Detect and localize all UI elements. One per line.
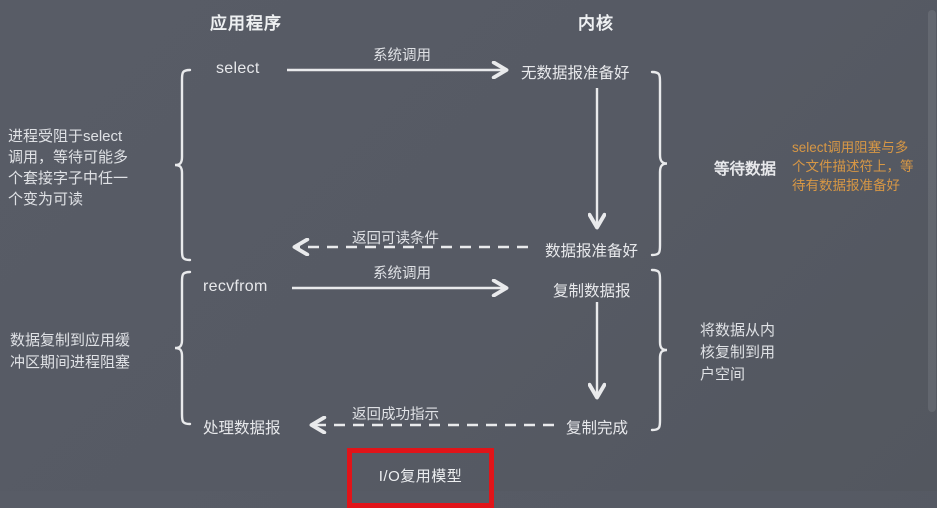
brace-left-select-icon	[174, 68, 192, 262]
brace-left-recvfrom-icon	[174, 270, 192, 426]
node-process-datagram: 处理数据报	[203, 420, 281, 437]
node-copy-datagram: 复制数据报	[553, 283, 631, 300]
node-select: select	[216, 60, 260, 77]
brace-right-copy-icon	[650, 268, 668, 432]
caption-box: I/O复用模型	[347, 448, 494, 508]
node-datagram-ready: 数据报准备好	[545, 243, 639, 260]
node-no-datagram-ready: 无数据报准备好	[521, 65, 630, 82]
label-syscall-top: 系统调用	[373, 48, 431, 64]
node-copy-complete: 复制完成	[566, 420, 629, 437]
brace-right-wait-icon	[650, 70, 668, 257]
header-application: 应用程序	[210, 14, 282, 33]
annotation-select-note: select调用阻塞与多 个文件描述符上，等 待有数据报准备好	[792, 140, 914, 193]
annotation-select-blocked: 进程受阻于select 调用，等待可能多 个套接字子中任一 个变为可读	[8, 128, 129, 208]
label-syscall-bottom: 系统调用	[373, 266, 431, 282]
arrows-layer	[287, 0, 937, 491]
annotation-wait-data: 等待数据	[714, 161, 777, 178]
header-kernel: 内核	[578, 14, 614, 33]
scrollbar[interactable]	[928, 10, 936, 412]
annotation-kernel-copy: 将数据从内 核复制到用 户空间	[700, 322, 776, 383]
node-recvfrom: recvfrom	[203, 278, 268, 295]
caption-title: I/O复用模型	[378, 468, 463, 485]
label-return-readable: 返回可读条件	[352, 231, 439, 247]
annotation-copy-blocked: 数据复制到应用缓 冲区期间进程阻塞	[10, 332, 131, 371]
label-return-success: 返回成功指示	[352, 407, 439, 423]
